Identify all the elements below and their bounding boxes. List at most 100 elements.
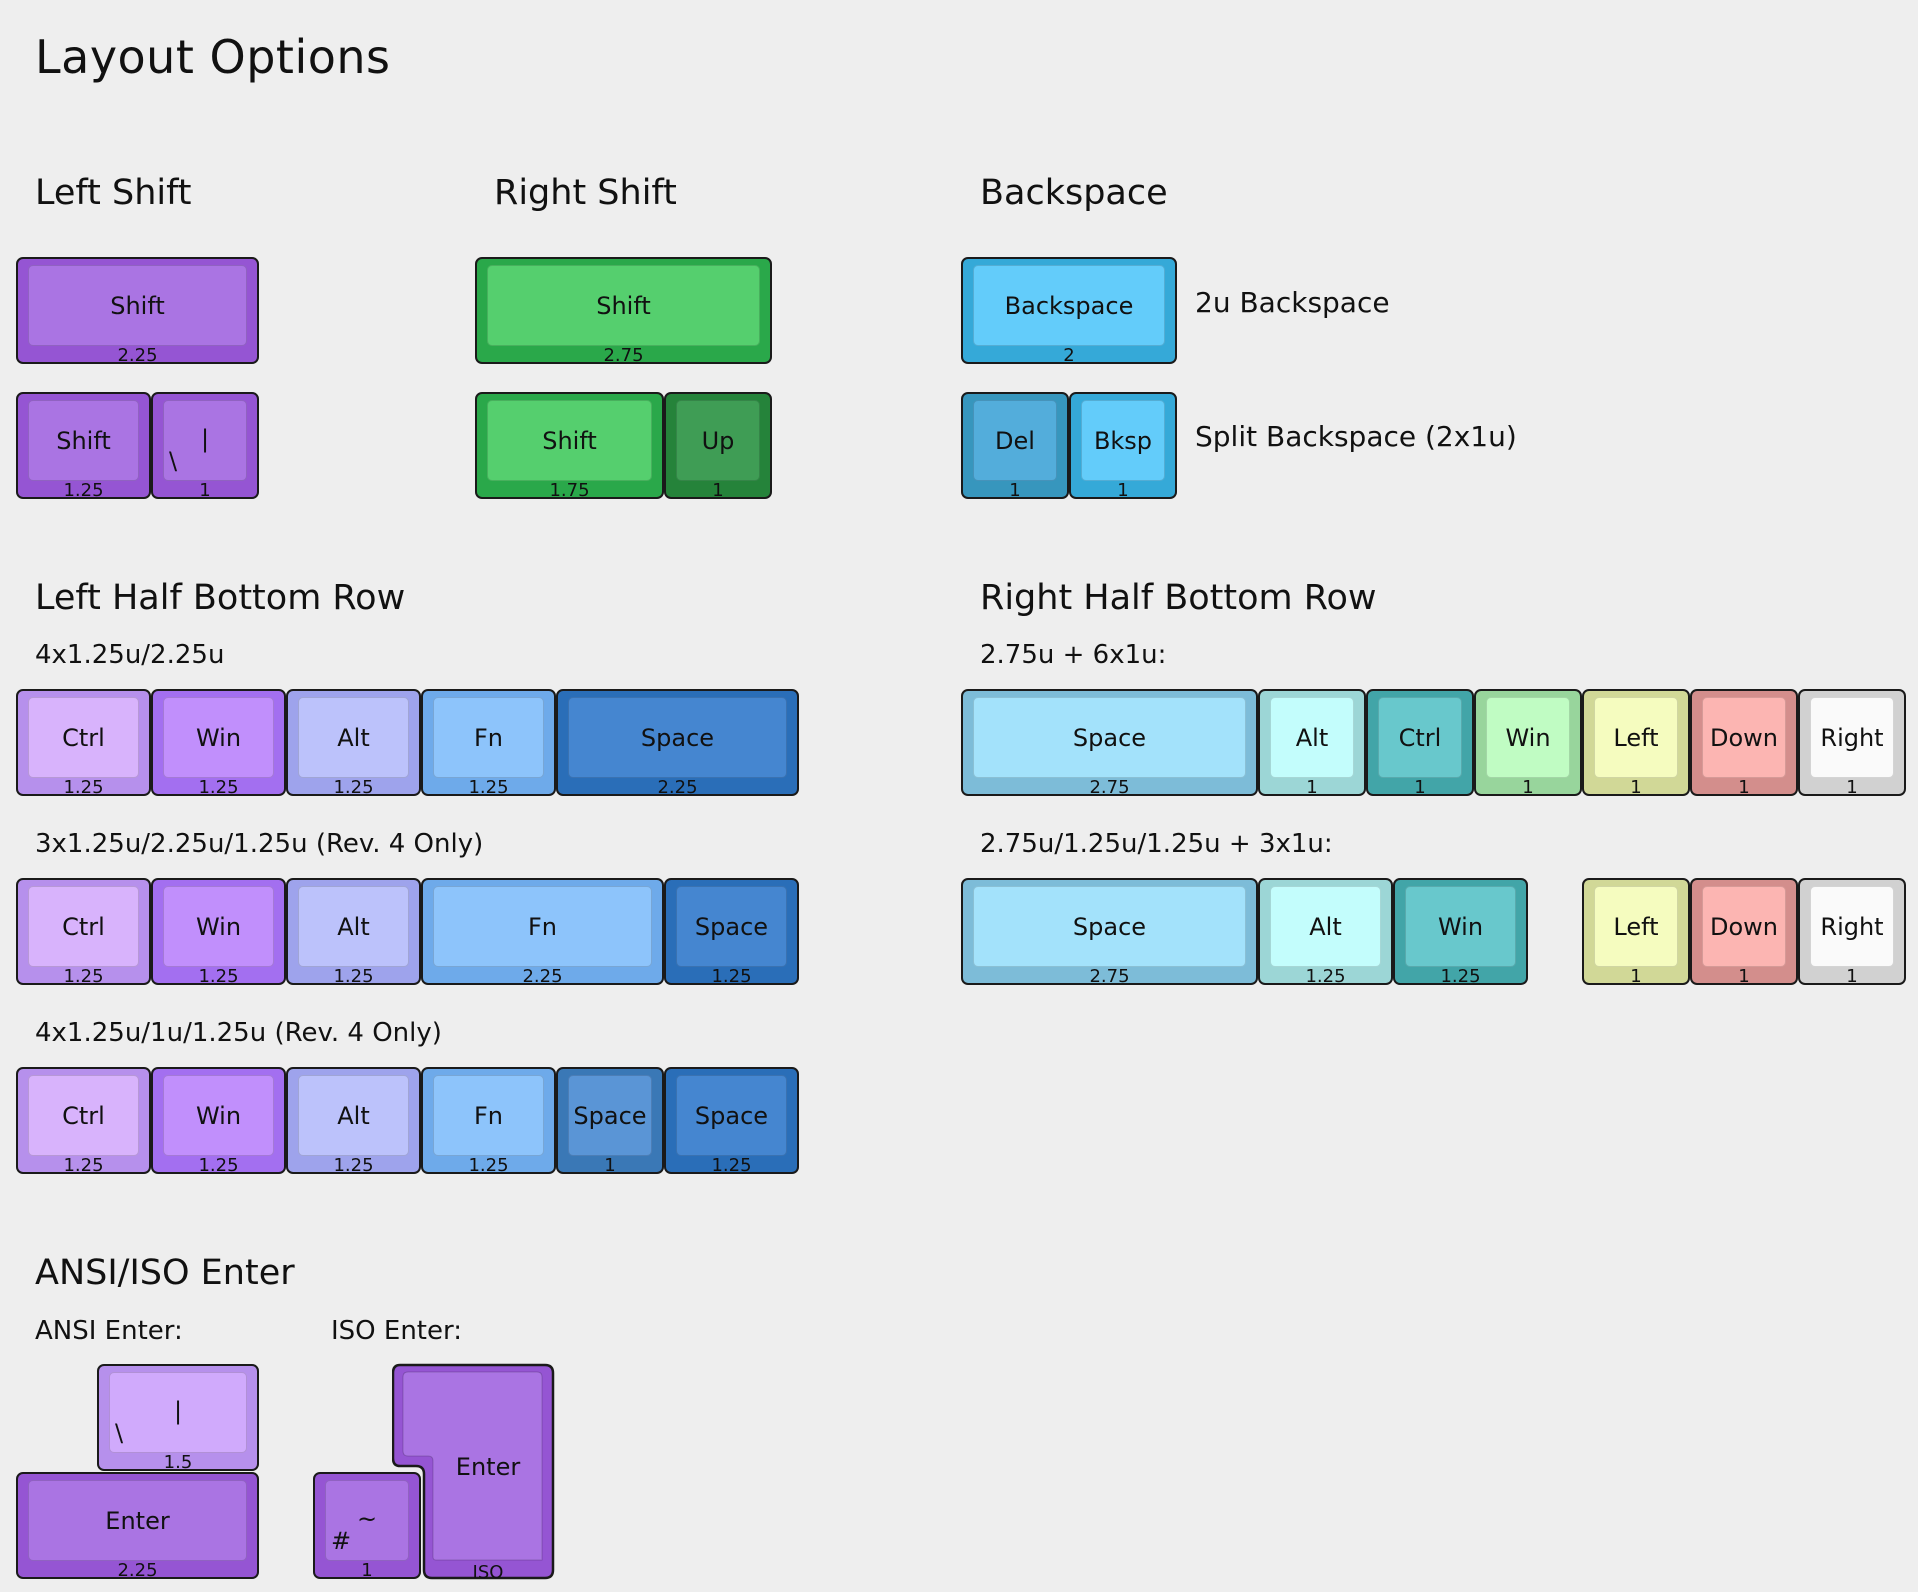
key-width: 1.25	[63, 1155, 104, 1176]
key-bksp: Bksp 1	[1069, 392, 1177, 501]
key-width: 1.25	[198, 777, 239, 798]
key-label: Win	[163, 697, 274, 778]
key-space: Space 2.75	[961, 689, 1258, 798]
key-space: Space 1.25	[664, 878, 799, 987]
key-ctrl: Ctrl 1.25	[16, 878, 151, 987]
key-right-arrow: Right 1	[1798, 878, 1906, 987]
key-label: Del	[973, 400, 1057, 481]
key-width: 2.75	[1089, 777, 1130, 798]
key-label: Left	[1594, 886, 1678, 967]
key-backspace-2u: Backspace 2	[961, 257, 1177, 366]
key-width: 1.25	[468, 777, 509, 798]
key-left-shift-2-25u: Shift 2.25	[16, 257, 259, 365]
section-left-half-bottom-row: Left Half Bottom Row	[35, 578, 406, 618]
key-win: Win 1.25	[151, 1067, 286, 1176]
key-fn: Fn 1.25	[421, 1067, 556, 1176]
key-label: Space	[676, 886, 787, 967]
key-width: 1	[1009, 480, 1021, 501]
key-width: 2.75	[1089, 966, 1130, 987]
key-label: Enter	[28, 1480, 247, 1561]
key-width: 1	[361, 1560, 373, 1581]
key-label: Win	[163, 1075, 274, 1156]
key-width: 2.25	[657, 777, 698, 798]
key-win: Win 1.25	[151, 689, 286, 798]
key-legend-shifted: |	[200, 425, 210, 453]
key-iso-backslash: | \ 1	[151, 392, 259, 500]
key-width: 1	[1306, 777, 1318, 798]
key-label: Alt	[1270, 886, 1381, 967]
key-label: Win	[1405, 886, 1516, 967]
key-fn: Fn 2.25	[421, 878, 664, 987]
key-width: 1	[1846, 966, 1858, 987]
key-ansi-enter: Enter 2.25	[16, 1472, 259, 1581]
section-backspace: Backspace	[980, 173, 1168, 213]
key-label: Win	[163, 886, 274, 967]
note-2u-backspace: 2u Backspace	[1195, 286, 1390, 319]
section-left-shift: Left Shift	[35, 173, 192, 213]
note-lh-option-2: 3x1.25u/2.25u/1.25u (Rev. 4 Only)	[35, 829, 484, 859]
key-width: 1.25	[63, 777, 104, 798]
key-alt: Alt 1.25	[286, 1067, 421, 1176]
key-up-arrow: Up 1	[664, 392, 772, 500]
key-legend-shifted: |	[173, 1397, 183, 1425]
key-down-arrow: Down 1	[1690, 878, 1798, 987]
key-label: Left	[1594, 697, 1678, 778]
key-label: Down	[1702, 886, 1786, 967]
note-lh-option-3: 4x1.25u/1u/1.25u (Rev. 4 Only)	[35, 1018, 442, 1048]
key-width: 1.25	[333, 1155, 374, 1176]
key-label: Alt	[298, 1075, 409, 1156]
key-width: 1	[604, 1155, 616, 1176]
key-space: Space 2.75	[961, 878, 1258, 987]
key-right-arrow: Right 1	[1798, 689, 1906, 797]
note-ansi-enter: ANSI Enter:	[35, 1316, 183, 1346]
key-win: Win 1.25	[1393, 878, 1528, 986]
key-iso-enter: Enter ISO	[392, 1363, 555, 1582]
key-label: Shift	[28, 400, 139, 481]
section-right-half-bottom-row: Right Half Bottom Row	[980, 578, 1377, 618]
key-label: Ctrl	[1378, 697, 1462, 778]
key-left-arrow: Left 1	[1582, 878, 1690, 986]
key-alt: Alt 1.25	[286, 878, 421, 987]
key-left-shift-1-25u: Shift 1.25	[16, 392, 151, 501]
note-iso-enter: ISO Enter:	[331, 1316, 462, 1346]
key-width: 2.25	[522, 966, 563, 987]
key-down-arrow: Down 1	[1690, 689, 1798, 798]
key-label: Fn	[433, 697, 544, 778]
key-label: Ctrl	[28, 1075, 139, 1156]
key-label: Alt	[298, 886, 409, 967]
key-label: Shift	[487, 400, 652, 481]
key-width: 1	[1738, 777, 1750, 798]
key-alt: Alt 1	[1258, 689, 1366, 798]
key-right-shift-2-75u: Shift 2.75	[475, 257, 772, 366]
key-width: 1	[1738, 966, 1750, 987]
key-width: 1	[1117, 480, 1129, 501]
key-space-1u: Space 1	[556, 1067, 664, 1176]
key-label: Right	[1810, 697, 1894, 778]
key-label: Fn	[433, 1075, 544, 1156]
key-label: Ctrl	[28, 697, 139, 778]
key-width: 1.25	[63, 480, 104, 501]
key-space: Space 2.25	[556, 689, 799, 798]
key-label: Space	[568, 1075, 652, 1156]
key-label: Space	[973, 697, 1246, 778]
key-label: Down	[1702, 697, 1786, 778]
note-rh-option-1: 2.75u + 6x1u:	[980, 640, 1167, 670]
key-win: Win 1	[1474, 689, 1582, 797]
key-legend-base: \	[169, 447, 178, 475]
key-space: Space 1.25	[664, 1067, 799, 1175]
key-width: 1.25	[198, 1155, 239, 1176]
key-width: 1.25	[333, 966, 374, 987]
key-label: Space	[973, 886, 1246, 967]
key-width: 2.75	[603, 345, 644, 366]
key-ctrl: Ctrl 1	[1366, 689, 1474, 798]
key-width: 1.25	[63, 966, 104, 987]
key-width: 1	[1414, 777, 1426, 798]
key-width: 2	[1063, 345, 1075, 366]
key-alt: Alt 1.25	[1258, 878, 1393, 986]
key-width: 1.5	[163, 1452, 193, 1473]
note-split-backspace: Split Backspace (2x1u)	[1195, 420, 1517, 453]
key-width: 1.25	[468, 1155, 509, 1176]
key-width: 2.25	[117, 1560, 158, 1581]
key-width: 1.25	[711, 966, 752, 987]
key-label: Fn	[433, 886, 652, 967]
